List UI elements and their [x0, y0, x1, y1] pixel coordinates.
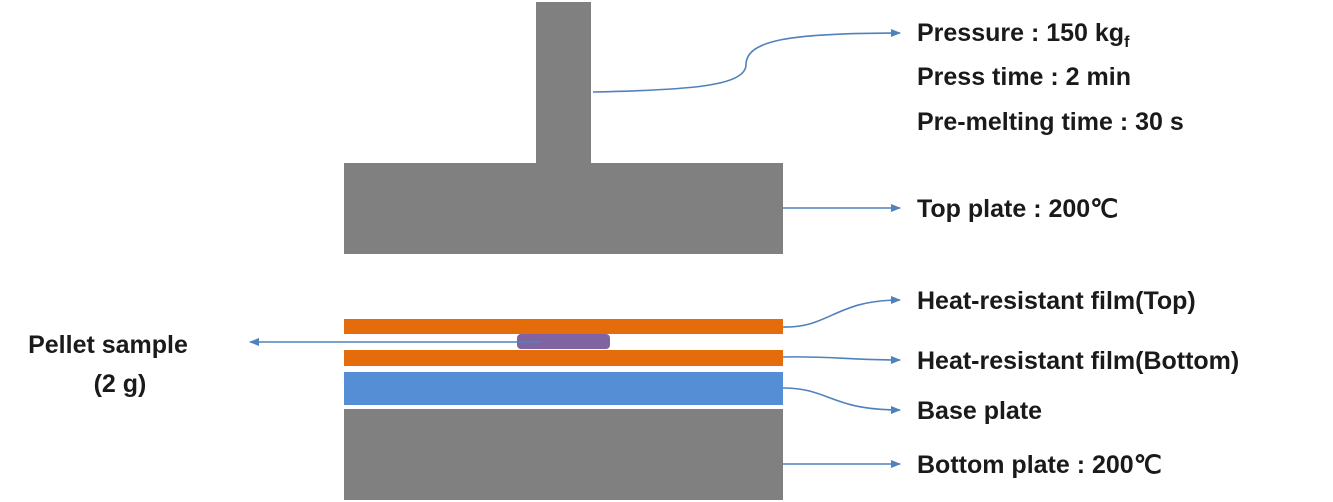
heat-resistant-film-bottom: [344, 350, 783, 366]
base-plate: [344, 372, 783, 405]
base-plate-leader-arrow: [782, 387, 901, 414]
pressure-value: Pressure : 150 kg: [917, 19, 1124, 47]
heat-resistant-film-top: [344, 319, 783, 334]
film-bottom-label: Heat-resistant film(Bottom): [917, 347, 1239, 375]
base-plate-label: Base plate: [917, 397, 1042, 425]
pressure-label: Pressure : 150 kgf: [917, 19, 1130, 51]
pressure-leader-arrow: [592, 29, 901, 93]
pellet-sample-mass-label: (2 g): [94, 370, 147, 398]
film-bottom-leader-arrow: [782, 355, 901, 364]
top-plate: [344, 163, 783, 254]
press-time-label: Press time : 2 min: [917, 63, 1131, 91]
bottom-plate-label: Bottom plate : 200℃: [917, 451, 1162, 479]
pellet-sample: [517, 334, 610, 349]
press-stem: [536, 2, 591, 165]
bottom-plate: [344, 409, 783, 500]
pressure-unit-subscript: f: [1124, 34, 1130, 51]
film-top-leader-arrow: [782, 296, 901, 328]
pellet-sample-label: Pellet sample: [28, 331, 188, 359]
top-plate-label: Top plate : 200℃: [917, 195, 1118, 223]
film-top-label: Heat-resistant film(Top): [917, 287, 1196, 315]
pre-melting-time-label: Pre-melting time : 30 s: [917, 108, 1184, 136]
